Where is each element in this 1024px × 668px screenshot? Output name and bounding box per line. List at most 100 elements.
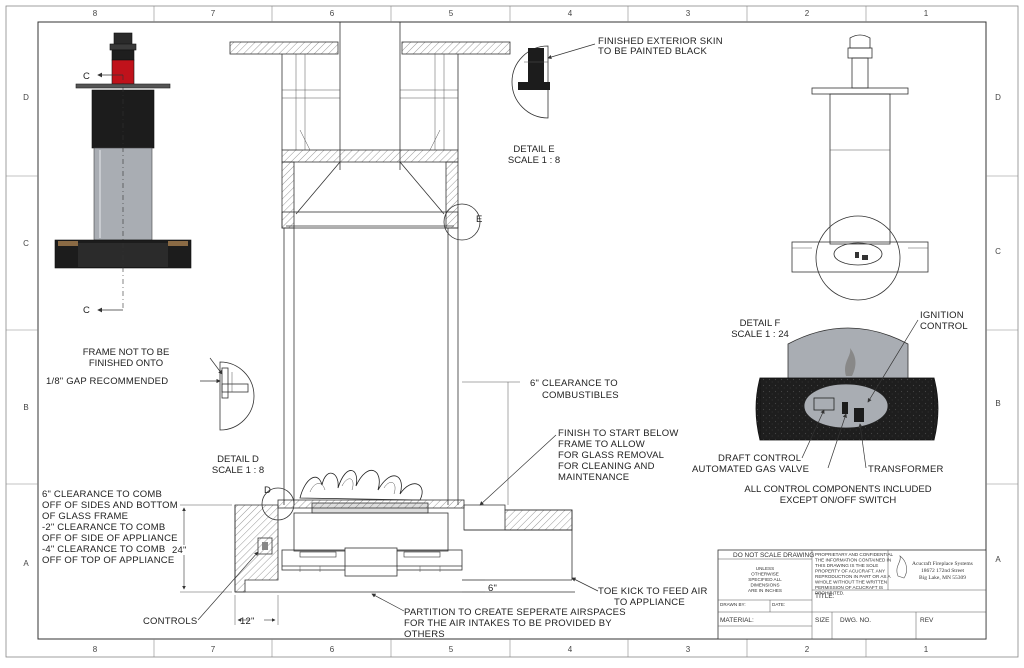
- tb-unless-5: ARE IN INCHES: [748, 588, 782, 593]
- note-comb-line5: OFF OF SIDE OF APPLIANCE: [42, 533, 178, 544]
- tb-dwg-no: DWG. NO.: [840, 617, 871, 624]
- zone-row-b-right: B: [995, 399, 1000, 408]
- section-marker-bottom: C: [83, 305, 90, 316]
- tb-prop-1: PROPRIETARY AND CONFIDENTIAL: [815, 552, 894, 557]
- callout-finish-line2: FRAME TO ALLOW: [558, 439, 645, 450]
- tb-unless-1: UNLESS: [756, 566, 774, 571]
- callout-finish-line3: FOR GLASS REMOVAL: [558, 450, 664, 461]
- tb-prop-6: WHOLE WITHOUT THE WRITTEN: [815, 580, 887, 585]
- zone-col-6-bottom: 6: [330, 645, 335, 654]
- callout-skin-line1: FINISHED EXTERIOR SKIN: [598, 36, 723, 47]
- zone-row-a: A: [23, 559, 29, 568]
- callout-ignition-line2: CONTROL: [920, 321, 968, 332]
- zone-col-8: 8: [93, 9, 98, 18]
- leader-finish: [479, 434, 557, 506]
- tb-company-name: Acucraft Fireplace Systems: [912, 560, 973, 567]
- detail-f-title: DETAIL F: [740, 318, 781, 329]
- zone-col-5-bottom: 5: [449, 645, 454, 654]
- leader-controls: [197, 551, 259, 621]
- tb-prop-2: THE INFORMATION CONTAINED IN: [815, 558, 891, 563]
- zone-col-8-bottom: 8: [93, 645, 98, 654]
- zone-row-d-right: D: [995, 93, 1001, 102]
- note-comb-line7: OFF OF TOP OF APPLIANCE: [42, 555, 174, 566]
- callout-skin-line2: TO BE PAINTED BLACK: [598, 46, 707, 57]
- tb-date: DATE:: [772, 602, 785, 607]
- tb-unless-3: SPECIFIED ALL: [748, 577, 782, 582]
- tb-rev: REV: [920, 617, 934, 624]
- callout-finish-line5: MAINTENANCE: [558, 472, 629, 483]
- callout-clearance-line1: 6" CLEARANCE TO: [530, 378, 618, 389]
- leader-partition: [371, 593, 405, 612]
- zone-col-3: 3: [686, 9, 691, 18]
- zone-row-a-right: A: [995, 555, 1001, 564]
- callout-partition-line1: PARTITION TO CREATE SEPERATE AIRSPACES: [404, 607, 626, 618]
- tb-company-city: Big Lake, MN 55309: [919, 575, 966, 581]
- zone-col-5: 5: [449, 9, 454, 18]
- zone-row-c-right: C: [995, 247, 1001, 256]
- tb-unless-4: DIMENSIONS: [750, 583, 779, 588]
- tb-prop-5: REPRODUCTION IN PART OR AS A: [815, 574, 891, 579]
- tb-do-not-scale: DO NOT SCALE DRAWING: [733, 552, 814, 559]
- tb-material: MATERIAL:: [720, 617, 754, 624]
- leader-toe-kick: [571, 577, 599, 592]
- sheet-border: [5, 5, 1019, 658]
- note-comb-line4: -2" CLEARANCE TO COMB: [42, 522, 165, 533]
- zone-col-7-bottom: 7: [211, 645, 216, 654]
- callout-finish-line4: FOR CLEANING AND: [558, 461, 655, 472]
- dim-24: 24": [172, 545, 187, 556]
- zone-col-4: 4: [568, 9, 573, 18]
- note-components-line1: ALL CONTROL COMPONENTS INCLUDED: [744, 484, 931, 495]
- tb-prop-7: PERMISSION OF ACUCRAFT IS: [815, 585, 883, 590]
- tb-title: TITLE:: [815, 593, 835, 600]
- callout-toe-line2: TO APPLIANCE: [614, 597, 685, 608]
- callout-frame-line2: FINISHED ONTO: [89, 358, 163, 369]
- tb-prop-3: THIS DRAWING IS THE SOLE: [815, 563, 878, 568]
- dimension-lines: [180, 381, 520, 625]
- detail-d-scale: SCALE 1 : 8: [212, 465, 264, 476]
- tb-company-street: 18672 172nd Street: [921, 568, 965, 574]
- side-view: [791, 34, 929, 301]
- detail-f-scale: SCALE 1 : 24: [731, 329, 789, 340]
- tb-prop-8: PROHIBITED.: [815, 591, 844, 596]
- zone-col-1-bottom: 1: [924, 645, 929, 654]
- section-view: [229, 22, 575, 593]
- note-comb-line3: OF GLASS FRAME: [42, 511, 128, 522]
- callout-toe-line1: TOE KICK TO FEED AIR: [598, 586, 708, 597]
- zone-col-7: 7: [211, 9, 216, 18]
- zone-row-d: D: [23, 93, 29, 102]
- front-view-3d: [54, 32, 192, 313]
- detail-d-title: DETAIL D: [217, 454, 259, 465]
- callout-controls: CONTROLS: [143, 616, 197, 627]
- note-comb-line6: -4" CLEARANCE TO COMB: [42, 544, 165, 555]
- zone-col-4-bottom: 4: [568, 645, 573, 654]
- zone-col-3-bottom: 3: [686, 645, 691, 654]
- tb-prop-4: PROPERTY OF ACUCRAFT. ANY: [815, 569, 885, 574]
- note-comb-line1: 6" CLEARANCE TO COMB: [42, 489, 162, 500]
- zone-row-b: B: [23, 403, 28, 412]
- note-comb-line2: OFF OF SIDES AND BOTTOM: [42, 500, 178, 511]
- callout-draft: DRAFT CONTROL: [718, 453, 801, 464]
- callout-clearance-line2: COMBUSTIBLES: [542, 390, 619, 401]
- tb-drawn-by: DRAWN BY:: [720, 602, 746, 607]
- zone-col-2: 2: [805, 9, 810, 18]
- tb-size: SIZE: [815, 617, 830, 624]
- zone-row-c: C: [23, 239, 29, 248]
- detail-e-title: DETAIL E: [513, 144, 554, 155]
- detail-marker-e: E: [476, 214, 483, 225]
- detail-marker-d: D: [264, 485, 271, 496]
- note-components-line2: EXCEPT ON/OFF SWITCH: [780, 495, 897, 506]
- dim-12: 12": [240, 616, 255, 627]
- tb-unless-2: OTHERWISE: [751, 572, 779, 577]
- zone-labels: 8 7 6 5 4 3 2 1 8 7 6 5 4 3 2 1 D C B A …: [23, 9, 1001, 654]
- dim-6: 6": [488, 583, 497, 594]
- title-block: [717, 549, 987, 640]
- callout-transformer: TRANSFORMER: [868, 464, 944, 475]
- callout-ignition-line1: IGNITION: [920, 310, 964, 321]
- zone-col-1: 1: [924, 9, 929, 18]
- detail-e: [511, 43, 596, 119]
- callout-partition-line3: OTHERS: [404, 629, 445, 640]
- zone-col-6: 6: [330, 9, 335, 18]
- callout-frame-line1: FRAME NOT TO BE: [83, 347, 170, 358]
- detail-d: [200, 357, 255, 431]
